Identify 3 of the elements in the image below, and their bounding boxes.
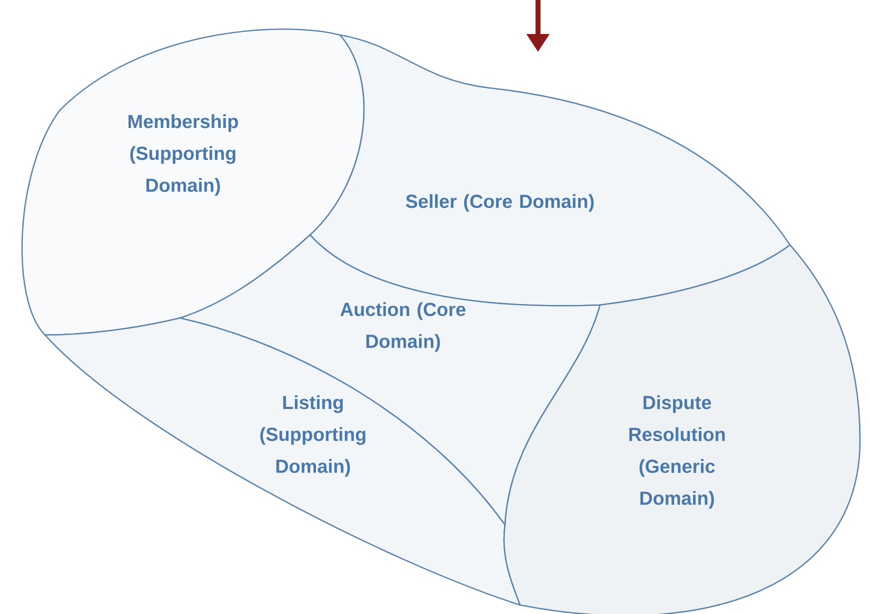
domain-region: Dispute Resolution (Generic Domain) [503,244,861,614]
node-label: Dispute Resolution (Generic Domain) [629,395,725,509]
node-label: Listing (Supporting Domain) [260,395,366,477]
